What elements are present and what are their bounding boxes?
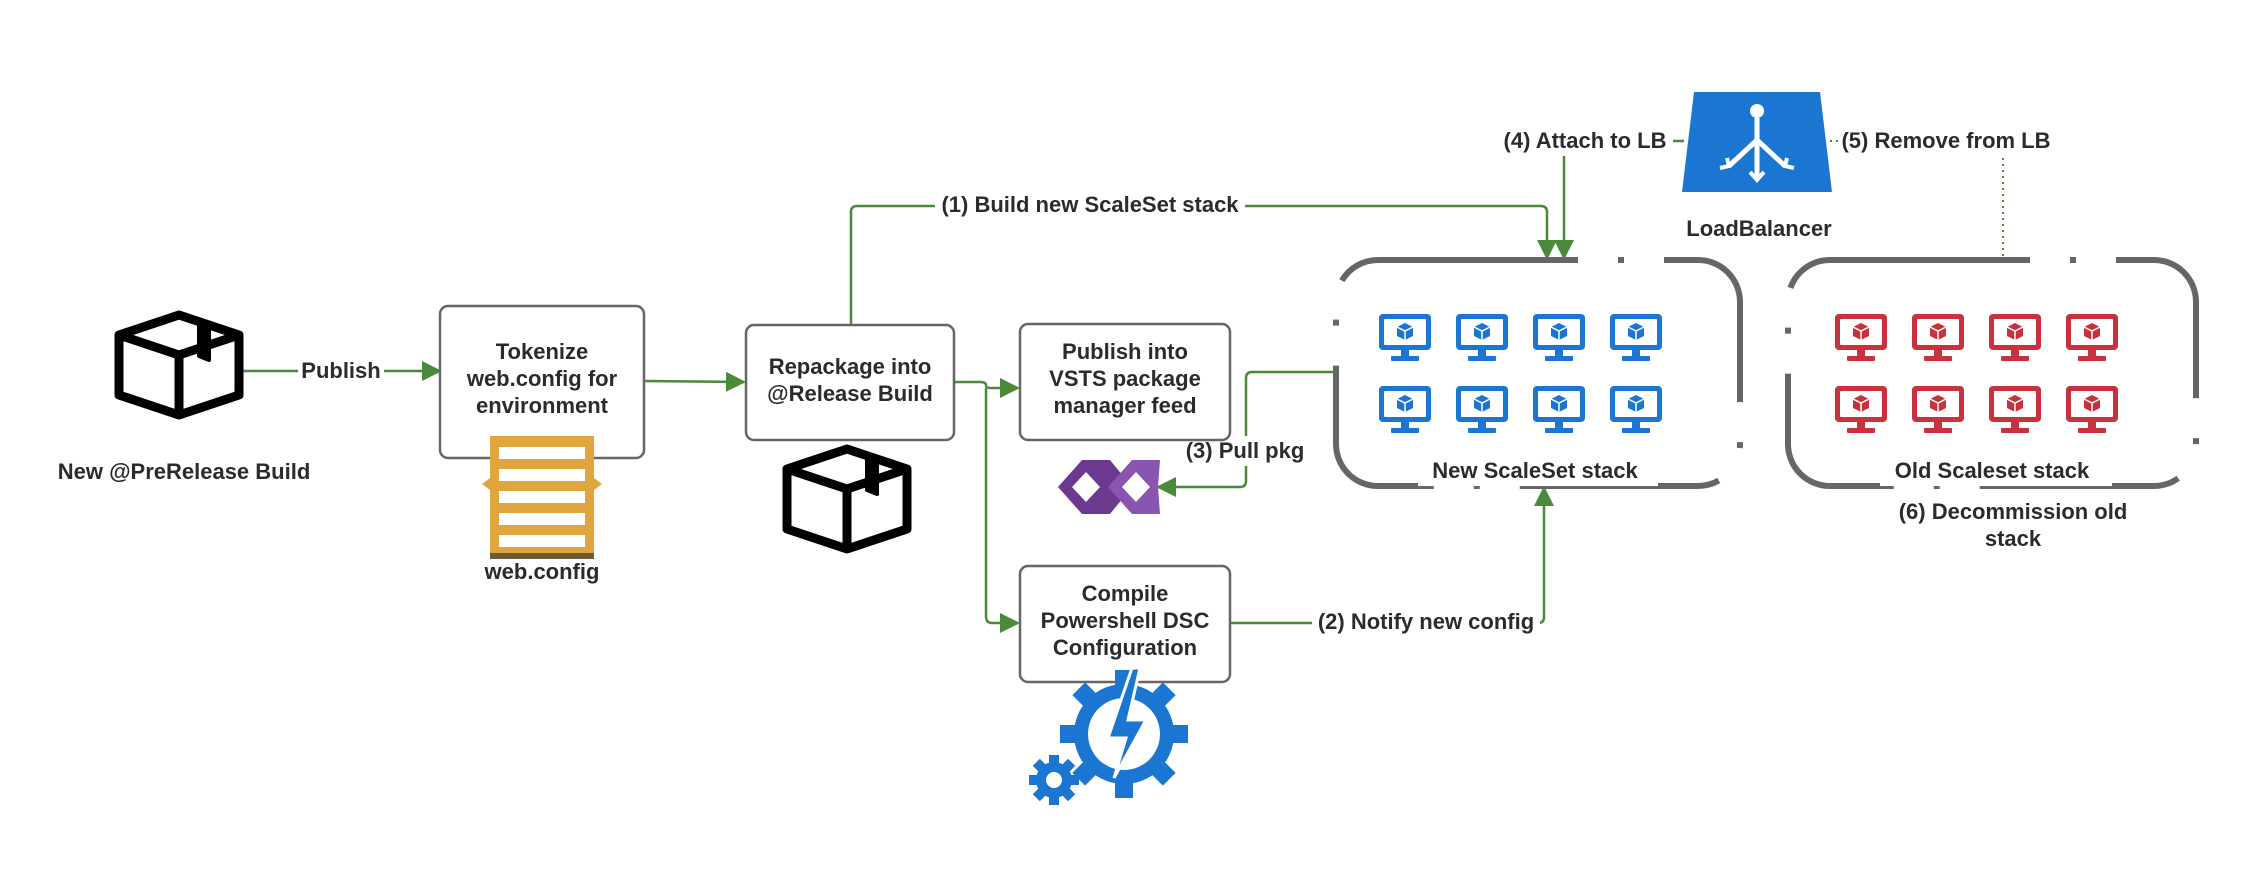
edge-label-remove-lb: (5) Remove from LB bbox=[1841, 128, 2050, 153]
virtual-machine-icon bbox=[1988, 313, 2042, 362]
virtual-machine-icon bbox=[1609, 313, 1663, 362]
publish-vsts-box bbox=[1018, 322, 1232, 442]
edge-label-pull-pkg: (3) Pull pkg bbox=[1186, 438, 1305, 463]
edge-tokenize-repackage bbox=[643, 371, 746, 392]
node-prerelease: New @PreRelease Build bbox=[58, 315, 311, 484]
repackage-line-2: @Release Build bbox=[767, 381, 933, 406]
tokenize-line-1: Tokenize bbox=[496, 339, 589, 364]
node-loadbalancer: LoadBalancer bbox=[1682, 92, 1832, 241]
edge-label-build-new-stack: (1) Build new ScaleSet stack bbox=[941, 192, 1239, 217]
new-stack-vms bbox=[1378, 313, 1663, 434]
edge-repackage-publish bbox=[954, 378, 1020, 398]
node-new-stack: New ScaleSet stack bbox=[1333, 257, 1743, 489]
publish-vsts-line-3: manager feed bbox=[1053, 393, 1196, 418]
edge-build-new-stack bbox=[849, 204, 1557, 325]
repackage-box bbox=[744, 323, 956, 442]
tokenize-line-3: environment bbox=[476, 393, 609, 418]
old-stack-label: Old Scaleset stack bbox=[1895, 458, 2090, 483]
virtual-machine-icon bbox=[1834, 385, 1888, 434]
node-webconfig: web.config bbox=[482, 436, 602, 584]
edges: Publish (1) Build new ScaleSet stack (2)… bbox=[243, 126, 2051, 637]
vsts-icon bbox=[1058, 460, 1160, 514]
node-repackage: Repackage into @Release Build bbox=[744, 323, 956, 442]
webconfig-label: web.config bbox=[484, 559, 600, 584]
edge-label-publish: Publish bbox=[301, 358, 380, 383]
virtual-machine-icon bbox=[1455, 313, 1509, 362]
powershell-dsc-icon bbox=[1029, 666, 1188, 805]
node-tokenize: Tokenize web.config for environment bbox=[438, 304, 646, 460]
virtual-machine-icon bbox=[2065, 385, 2119, 434]
compile-dsc-line-1: Compile bbox=[1082, 581, 1169, 606]
virtual-machine-icon bbox=[1911, 313, 1965, 362]
repackage-line-1: Repackage into bbox=[769, 354, 932, 379]
node-old-stack: Old Scaleset stack (6) Decommission old … bbox=[1785, 257, 2199, 551]
tokenize-line-2: web.config for bbox=[466, 366, 618, 391]
old-stack-group bbox=[1785, 257, 2199, 489]
node-publish-vsts: Publish into VSTS package manager feed bbox=[1018, 322, 1232, 442]
decommission-line-2: stack bbox=[1985, 526, 2042, 551]
virtual-machine-icon bbox=[1532, 385, 1586, 434]
edge-label-attach-lb: (4) Attach to LB bbox=[1504, 128, 1667, 153]
virtual-machine-icon bbox=[1834, 313, 1888, 362]
virtual-machine-icon bbox=[1609, 385, 1663, 434]
node-compile-dsc: Compile Powershell DSC Configuration bbox=[1018, 564, 1232, 684]
decommission-line-1: (6) Decommission old bbox=[1899, 499, 2128, 524]
old-stack-vms bbox=[1834, 313, 2119, 434]
compile-dsc-line-3: Configuration bbox=[1053, 635, 1197, 660]
edge-label-notify-config: (2) Notify new config bbox=[1318, 609, 1534, 634]
edge-attach-lb bbox=[1554, 139, 1684, 260]
virtual-machine-icon bbox=[1378, 385, 1432, 434]
loadbalancer-label: LoadBalancer bbox=[1686, 216, 1832, 241]
publish-vsts-line-1: Publish into bbox=[1062, 339, 1188, 364]
virtual-machine-icon bbox=[1911, 385, 1965, 434]
load-balancer-icon bbox=[1682, 92, 1832, 192]
virtual-machine-icon bbox=[1378, 313, 1432, 362]
package-icon bbox=[119, 315, 239, 415]
new-stack-group bbox=[1333, 257, 1743, 489]
virtual-machine-icon bbox=[1532, 313, 1586, 362]
publish-vsts-line-2: VSTS package bbox=[1049, 366, 1201, 391]
prerelease-label: New @PreRelease Build bbox=[58, 459, 311, 484]
compile-dsc-line-2: Powershell DSC bbox=[1041, 608, 1210, 633]
edge-notify-config bbox=[1230, 486, 1554, 625]
virtual-machine-icon bbox=[1455, 385, 1509, 434]
virtual-machine-icon bbox=[1988, 385, 2042, 434]
package-icon bbox=[787, 449, 907, 549]
virtual-machine-icon bbox=[2065, 313, 2119, 362]
edge-pull-pkg bbox=[1156, 370, 1336, 497]
new-stack-label: New ScaleSet stack bbox=[1432, 458, 1638, 483]
web-config-icon bbox=[482, 436, 602, 559]
edge-repackage-compile bbox=[984, 388, 1020, 633]
